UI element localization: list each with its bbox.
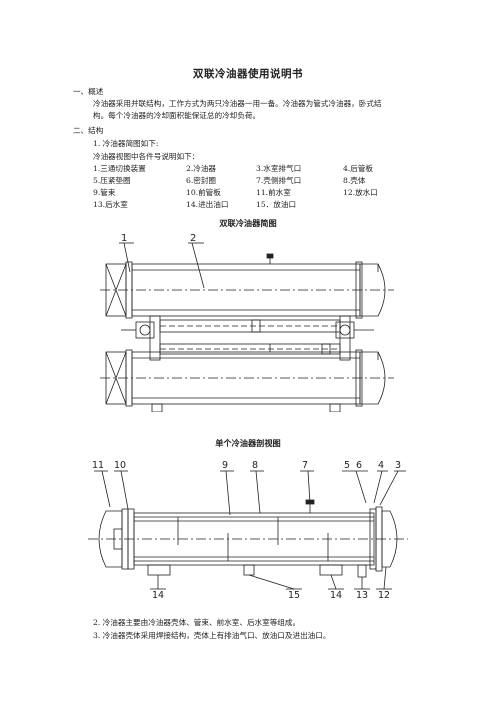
parts-row: 9.管束 10.前管板 11.前水室 12.放水口	[93, 188, 433, 200]
callout-10: 10	[114, 460, 126, 471]
single-cooler-section-drawing: 11 10 9 8 7 5 6 4 3 14 15 14 13 12	[88, 460, 408, 600]
callout-11: 11	[92, 460, 104, 471]
parts-row: 1.三通切换装置 2.冷油器 3.水室排气口 4.后管板	[93, 164, 433, 176]
callout-5: 5	[344, 460, 350, 471]
structure-item-3: 3. 冷油器壳体采用焊接结构，壳体上有排油气口、放油口及进出油口。	[93, 631, 331, 640]
part-label: 10.前管板	[186, 188, 221, 197]
part-label: 14.进出油口	[186, 200, 229, 209]
parts-intro: 冷油器视图中各件号说明如下：	[93, 152, 200, 161]
part-label: 5.压紧垫圈	[93, 176, 131, 185]
callout-1: 1	[121, 233, 127, 244]
parts-row: 5.压紧垫圈 6.密封圈 7.壳侧排气口 8.壳体	[93, 176, 433, 188]
callout-14a: 14	[152, 590, 164, 600]
parts-row: 13.后水室 14.进出油口 15．放油口	[93, 200, 433, 212]
figure-1-caption: 双联冷油器简图	[219, 218, 277, 228]
part-label: 12.放水口	[343, 188, 378, 197]
part-label: 13.后水室	[93, 200, 128, 209]
document-title: 双联冷油器使用说明书	[193, 68, 303, 80]
part-label: 6.密封圈	[186, 176, 217, 185]
figure-2-caption: 单个冷油器剖视图	[215, 438, 281, 448]
part-label: 1.三通切换装置	[93, 164, 146, 173]
callout-4: 4	[378, 460, 384, 471]
callout-9: 9	[222, 460, 228, 471]
overview-line-2: 构。每个冷油器的冷却面积能保证总的冷却负荷。	[93, 111, 261, 120]
part-label: 7.壳侧排气口	[256, 176, 302, 185]
overview-heading: 一、概述	[73, 87, 104, 96]
part-label: 11.前水室	[256, 188, 291, 197]
callout-3: 3	[395, 460, 401, 471]
structure-heading: 二、结构	[73, 126, 104, 135]
dual-cooler-drawing: 1 2	[100, 233, 394, 412]
parts-list: 1.三通切换装置 2.冷油器 3.水室排气口 4.后管板 5.压紧垫圈 6.密封…	[93, 164, 433, 212]
part-label: 2.冷油器	[186, 164, 217, 173]
callout-7: 7	[302, 460, 308, 471]
overview-line-1: 冷油器采用并联结构，工作方式为两只冷油器一用一备。冷油器为管式冷油器，卧式结	[93, 99, 382, 108]
part-label: 8.壳体	[343, 176, 366, 185]
structure-item-1: 1. 冷油器简图如下:	[93, 139, 159, 148]
callout-12: 12	[378, 590, 390, 600]
callout-15: 15	[288, 590, 300, 600]
callout-14b: 14	[330, 590, 342, 600]
part-label: 4.后管板	[343, 164, 374, 173]
callout-8: 8	[252, 460, 258, 471]
structure-item-2: 2. 冷油器主要由冷油器壳体、管束、前水室、后水室等组成。	[93, 618, 301, 627]
part-label: 15．放油口	[256, 200, 297, 209]
callout-2: 2	[190, 233, 196, 244]
part-label: 9.管束	[93, 188, 116, 197]
callout-13: 13	[356, 590, 368, 600]
part-label: 3.水室排气口	[256, 164, 302, 173]
callout-6: 6	[356, 460, 362, 471]
